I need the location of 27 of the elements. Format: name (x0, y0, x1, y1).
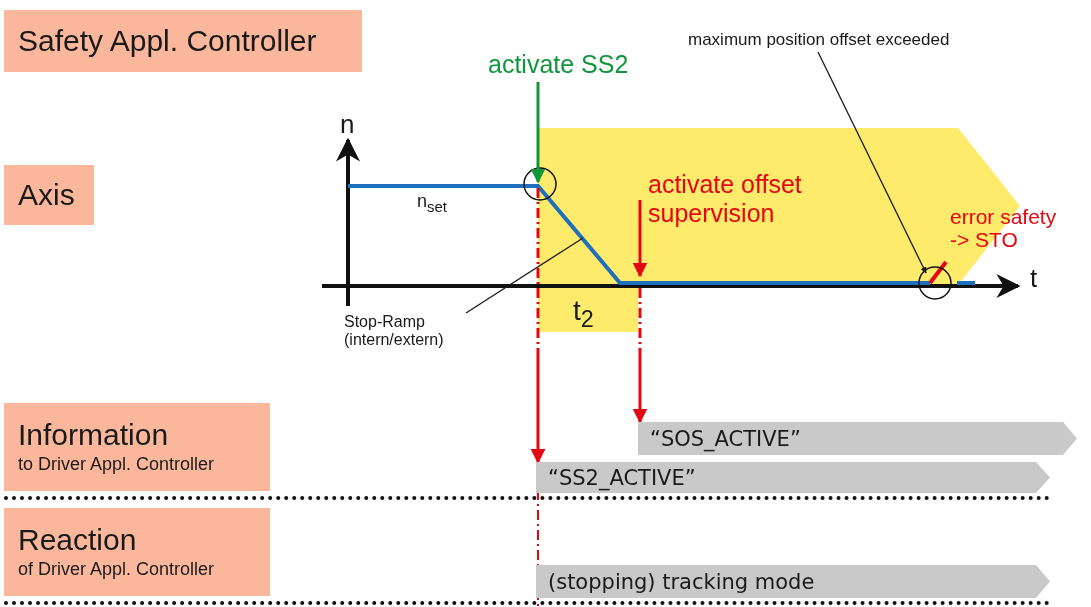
arrow (530, 188, 546, 464)
lane-title: Reaction (18, 523, 138, 558)
axis-label: t (1030, 264, 1038, 293)
arrow (530, 82, 546, 184)
lane-header (4, 508, 270, 596)
state-bar: “SS2_ACTIVE” (536, 462, 1050, 493)
axis-label: n (340, 110, 355, 139)
annotation-text: maximum position offset exceeded (688, 30, 951, 50)
lane-header (4, 165, 94, 225)
leader-line (817, 51, 927, 274)
annotation-text: activate offset supervision (648, 170, 803, 228)
lane-title: Axis (18, 177, 76, 213)
axis-label: n$_{set}$ (417, 192, 448, 216)
time-label: t$_{2}$ (573, 296, 594, 333)
annotation-text: activate SS2 (488, 50, 630, 79)
lane-subtitle: of Driver Appl. Controller (18, 557, 216, 581)
annotation-text: Stop-Ramp (intern/extern) (344, 313, 445, 350)
lane-header (4, 10, 362, 72)
lane-subtitle: to Driver Appl. Controller (18, 452, 216, 476)
arrow (632, 288, 648, 424)
lane-header (4, 403, 270, 491)
state-bar: (stopping) tracking mode (536, 565, 1050, 598)
lane-title: Safety Appl. Controller (18, 23, 318, 59)
arrow (632, 200, 648, 278)
leader-line (465, 237, 584, 314)
state-bar: “SOS_ACTIVE” (638, 422, 1077, 455)
lane-title: Information (18, 418, 170, 453)
